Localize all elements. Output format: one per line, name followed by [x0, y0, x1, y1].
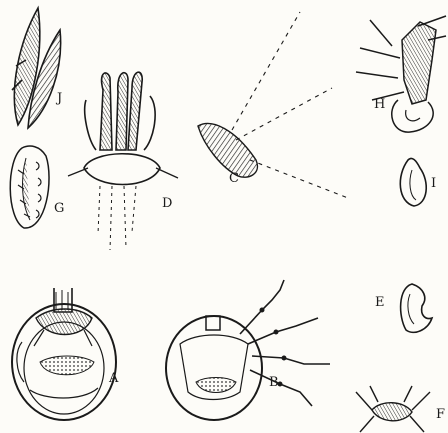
- label-i: I: [431, 177, 436, 190]
- figure-f: [356, 386, 430, 432]
- figure-b: [166, 280, 330, 420]
- label-a: A: [109, 372, 118, 385]
- label-j: J: [57, 92, 62, 105]
- figure-i: [400, 158, 426, 206]
- label-g: G: [54, 202, 64, 215]
- label-c: C: [229, 172, 239, 185]
- label-b: B.: [269, 376, 283, 389]
- figure-d: [68, 72, 178, 250]
- label-h: H: [374, 98, 385, 111]
- figure-a: [12, 288, 116, 420]
- label-f: F: [436, 408, 445, 421]
- label-d: D: [162, 197, 172, 210]
- figure-e: [401, 284, 432, 332]
- figure-g: [10, 146, 49, 228]
- label-e: E: [375, 296, 385, 309]
- figure-h: [356, 16, 446, 132]
- figure-j: [12, 8, 61, 128]
- figure-c: [198, 12, 348, 198]
